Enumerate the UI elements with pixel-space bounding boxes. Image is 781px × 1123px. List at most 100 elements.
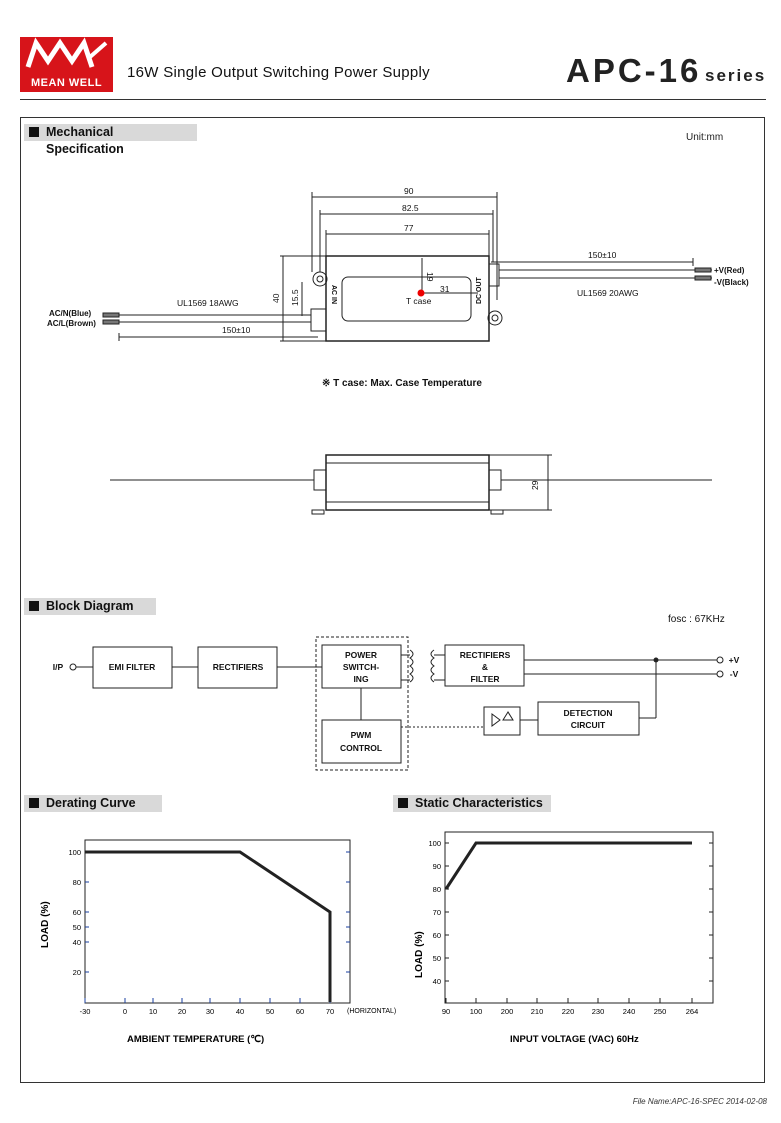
y-tick-label: 80 — [433, 885, 441, 894]
svg-text:&: & — [482, 662, 488, 672]
series-line — [444, 841, 692, 890]
block-diagram: fosc : 67KHz I/P EMI FILTER RECTIFIERS P… — [53, 614, 740, 771]
section-block-diagram: Block Diagram — [24, 598, 156, 615]
svg-text:77: 77 — [404, 223, 414, 233]
footer-file-info: File Name:APC-16-SPEC 2014-02-08 — [632, 1097, 767, 1106]
svg-text:※ T case: Max. Case Temperatur: ※ T case: Max. Case Temperature — [322, 378, 482, 389]
x-tick-label: 20 — [178, 1007, 186, 1016]
x-tick-label: 250 — [654, 1007, 667, 1016]
x-tick-label: 264 — [686, 1007, 699, 1016]
svg-text:RECTIFIERS: RECTIFIERS — [460, 650, 511, 660]
x-tick-label: 30 — [206, 1007, 214, 1016]
svg-text:CONTROL: CONTROL — [340, 743, 382, 753]
svg-text:fosc : 67KHz: fosc : 67KHz — [668, 614, 725, 625]
x-tick-label: 210 — [531, 1007, 544, 1016]
svg-text:31: 31 — [440, 284, 450, 294]
y-tick-label: 80 — [73, 878, 81, 887]
series-label: series — [705, 66, 767, 85]
svg-text:CIRCUIT: CIRCUIT — [571, 720, 606, 730]
model-name: APC-16 — [566, 52, 702, 89]
y-tick-label: 100 — [68, 848, 81, 857]
svg-text:PWM: PWM — [351, 730, 372, 740]
svg-text:AC/N(Blue): AC/N(Blue) — [49, 309, 92, 318]
svg-text:T case: T case — [406, 296, 432, 306]
dashed-enclosure — [315, 636, 409, 771]
logo-mark-icon — [25, 37, 108, 68]
y-tick-label: 50 — [73, 923, 81, 932]
brand-name: MEAN WELL — [30, 77, 103, 89]
svg-text:+V(Red): +V(Red) — [714, 266, 745, 275]
x-tick-label: 60 — [296, 1007, 304, 1016]
svg-text:DETECTION: DETECTION — [563, 708, 612, 718]
y-axis-label: LOAD (%) — [414, 931, 425, 978]
y-axis-label: LOAD (%) — [40, 901, 51, 948]
x-axis-label: INPUT VOLTAGE (VAC) 60Hz — [510, 1034, 639, 1045]
svg-text:82.5: 82.5 — [402, 203, 419, 213]
svg-text:19: 19 — [425, 272, 435, 282]
y-tick-label: 100 — [428, 839, 441, 848]
header-rule — [20, 99, 766, 100]
x-axis-note: (HORIZONTAL) — [347, 1008, 396, 1015]
pwm-control-block — [321, 719, 402, 764]
svg-text:+V: +V — [729, 655, 740, 665]
mean-well-logo: MEAN WELL — [20, 37, 113, 92]
svg-text:29: 29 — [530, 480, 540, 490]
y-tick-label: 50 — [433, 954, 441, 963]
x-tick-label: 10 — [149, 1007, 157, 1016]
detection-circuit-block — [537, 701, 640, 736]
x-tick-label: 230 — [592, 1007, 605, 1016]
svg-text:150±10: 150±10 — [222, 325, 251, 335]
y-tick-label: 40 — [73, 938, 81, 947]
x-axis-label: AMBIENT TEMPERATURE (℃) — [127, 1034, 264, 1045]
product-title: 16W Single Output Switching Power Supply — [127, 64, 430, 81]
y-tick-label: 70 — [433, 908, 441, 917]
svg-text:-V(Black): -V(Black) — [714, 278, 749, 287]
svg-text:15.5: 15.5 — [290, 289, 300, 306]
optocoupler-icon — [483, 706, 521, 736]
x-tick-label: 0 — [123, 1007, 127, 1016]
section-derating: Derating Curve — [24, 795, 162, 812]
static-chart: 90 100 200 210 220 230 240 250 264 40 50 60 70 80 90 10… — [414, 831, 714, 1045]
svg-text:EMI FILTER: EMI FILTER — [109, 662, 156, 672]
y-tick-label: 60 — [433, 931, 441, 940]
x-tick-label: 90 — [442, 1007, 450, 1016]
transformer-icon — [401, 649, 414, 683]
x-tick-label: 100 — [470, 1007, 483, 1016]
svg-text:-V: -V — [730, 669, 739, 679]
svg-text:AC IN: AC IN — [330, 285, 337, 304]
svg-text:ING: ING — [353, 674, 369, 684]
x-tick-label: 200 — [501, 1007, 514, 1016]
svg-text:90: 90 — [404, 186, 414, 196]
y-tick-label: 20 — [73, 968, 81, 977]
section-static: Static Characteristics — [393, 795, 551, 812]
svg-text:150±10: 150±10 — [588, 250, 617, 260]
svg-text:POWER: POWER — [345, 650, 377, 660]
x-tick-label: -30 — [80, 1007, 91, 1016]
svg-text:UL1569 20AWG: UL1569 20AWG — [577, 288, 639, 298]
svg-text:FILTER: FILTER — [470, 674, 499, 684]
svg-text:I/P: I/P — [53, 662, 64, 672]
section-mechanical: Mechanical Specification — [24, 124, 197, 156]
svg-text:SWITCH-: SWITCH- — [343, 662, 380, 672]
rectifier-filter-block — [444, 644, 525, 687]
content-frame — [20, 117, 765, 1083]
x-tick-label: 220 — [562, 1007, 575, 1016]
y-tick-label: 40 — [433, 977, 441, 986]
svg-text:AC/L(Brown): AC/L(Brown) — [47, 319, 96, 328]
x-tick-label: 50 — [266, 1007, 274, 1016]
tcase-point — [417, 289, 425, 297]
svg-text:RECTIFIERS: RECTIFIERS — [213, 662, 264, 672]
x-tick-label: 40 — [236, 1007, 244, 1016]
case-top-view — [325, 255, 490, 342]
x-tick-label: 240 — [623, 1007, 636, 1016]
unit-label: Unit:mm — [686, 132, 723, 143]
svg-text:UL1569 18AWG: UL1569 18AWG — [177, 298, 239, 308]
series-line — [85, 850, 332, 1002]
mechanical-drawing: Unit:mm 90 82.5 77 31 19 40 15.5 150±10 — [47, 132, 749, 515]
svg-text:DC OUT: DC OUT — [476, 276, 483, 304]
y-tick-label: 60 — [73, 908, 81, 917]
y-tick-label: 90 — [433, 862, 441, 871]
svg-text:40: 40 — [271, 293, 281, 303]
